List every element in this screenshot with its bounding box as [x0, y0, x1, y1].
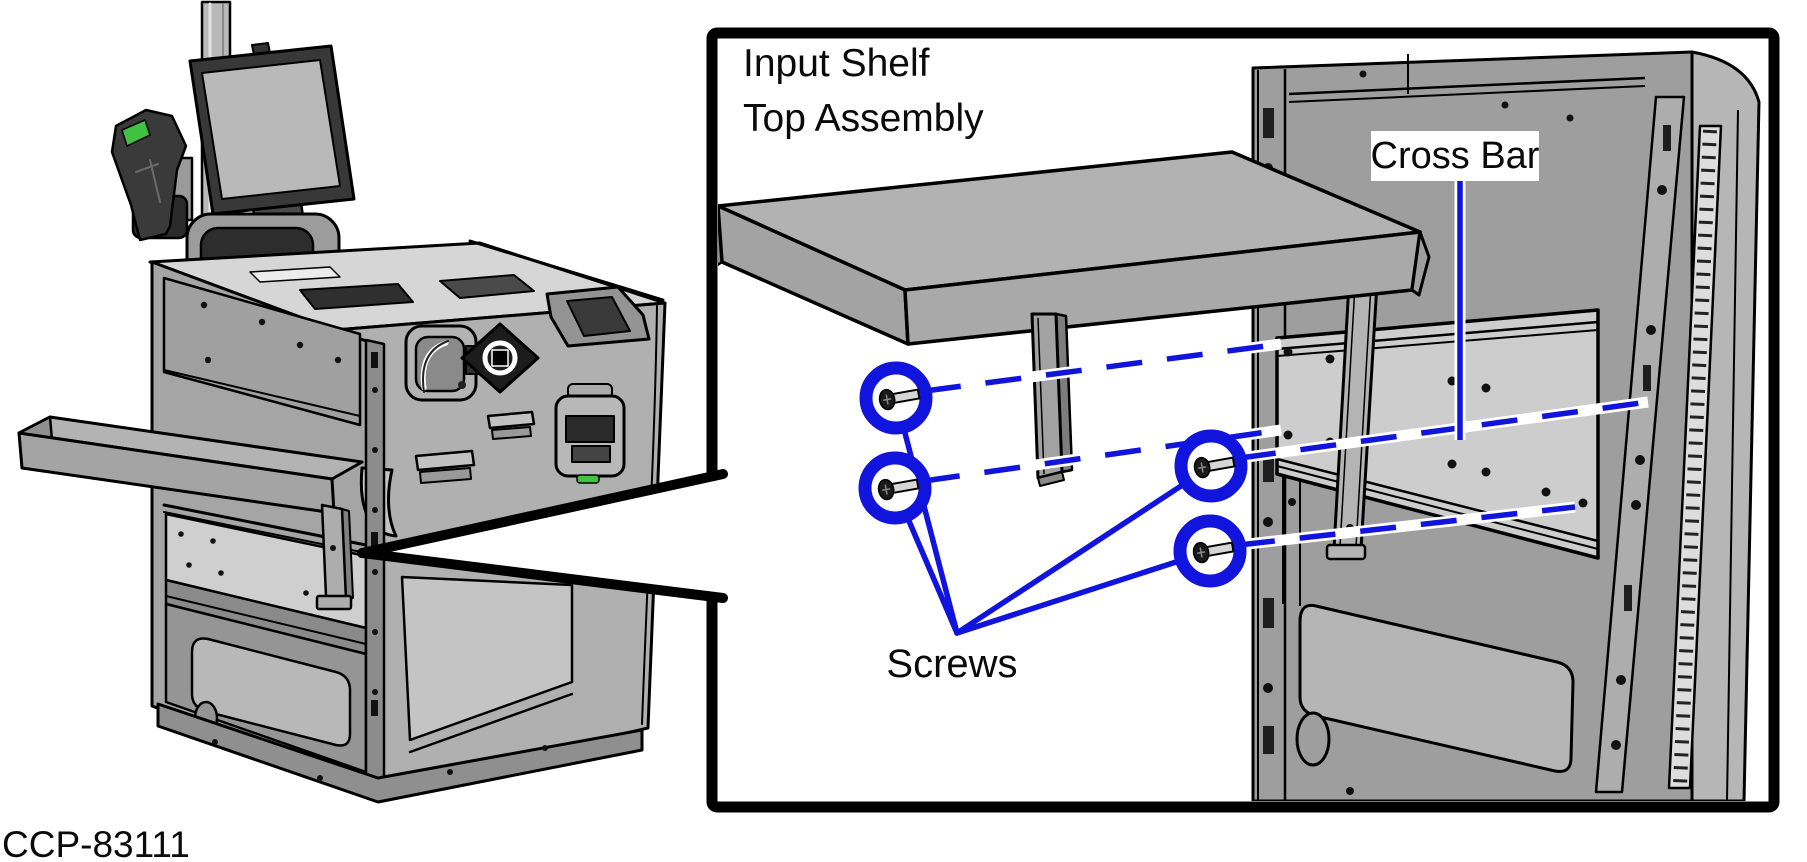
lower-front-panel — [400, 575, 574, 754]
hinge-strip — [1667, 124, 1723, 790]
scanner-window-inset — [299, 283, 414, 310]
shelf-support-bracket — [1030, 312, 1074, 487]
front-handles — [414, 410, 536, 484]
part-number: CCP-83111 — [2, 824, 190, 862]
upper-side-panel — [162, 276, 362, 427]
status-led — [576, 474, 600, 484]
cross-bar-label: Cross Bar — [1371, 135, 1540, 177]
kiosk-input-shelf — [17, 415, 364, 515]
callout-wedge — [357, 469, 728, 603]
screws-label: Screws — [886, 642, 1017, 686]
front-corner-rail — [364, 338, 386, 796]
top-molding — [1288, 54, 1646, 122]
monitor-screen — [201, 59, 341, 200]
input-shelf-top-assembly — [718, 150, 1431, 346]
recessed-panel — [1295, 603, 1575, 795]
screw-icons — [877, 388, 1236, 564]
base-plinth — [156, 702, 644, 804]
handheld-scanner — [110, 108, 189, 242]
screw-holes — [200, 301, 342, 364]
screw-icon — [878, 388, 921, 411]
detail-view: Input Shelf Top Assembly Cross Bar Screw… — [718, 42, 1761, 801]
screw-icon — [1192, 541, 1235, 564]
detail-labels: Input Shelf Top Assembly Cross Bar Screw… — [743, 42, 1540, 686]
screw-callout-circles — [858, 361, 1248, 588]
pin-keypad — [460, 322, 540, 394]
annotations — [858, 178, 1649, 636]
bag-scale-tray — [545, 285, 651, 348]
detail-title-line1: Input Shelf — [743, 42, 930, 85]
coin-module — [554, 383, 626, 478]
kiosk-shelf-bracket — [315, 503, 354, 611]
scanner-green-window — [121, 119, 151, 147]
shelf-right-bevel — [1410, 230, 1431, 297]
screw-icon — [1193, 456, 1236, 479]
self-checkout-kiosk — [17, 0, 667, 804]
screw-icon — [877, 478, 920, 501]
touchscreen-monitor — [188, 42, 356, 216]
cross-bar-label-bg — [1371, 131, 1539, 181]
right-slotted-rail — [1594, 95, 1686, 794]
cross-bar-screw-holes — [1283, 347, 1588, 508]
detail-title-line2: Top Assembly — [743, 97, 984, 140]
